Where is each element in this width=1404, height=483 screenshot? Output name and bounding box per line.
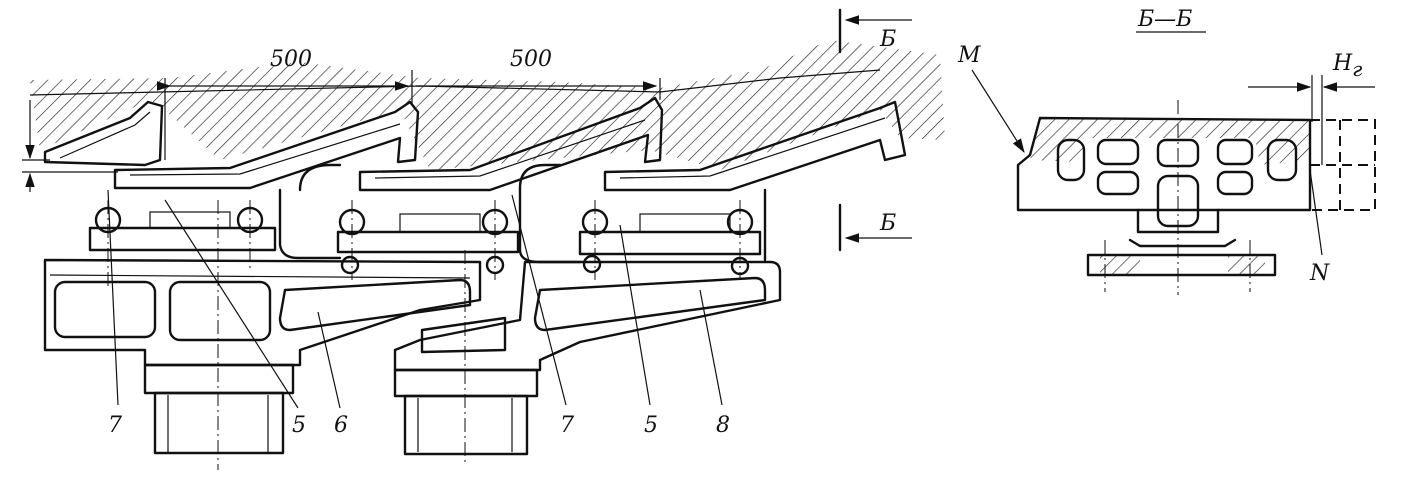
label-point-n: N [1309, 261, 1330, 286]
beam-window-3 [278, 278, 472, 332]
leader-7-mid [511, 194, 567, 406]
canopy-mid-1 [113, 100, 420, 190]
section-cell-1 [1056, 138, 1086, 182]
post-1-back [298, 163, 342, 192]
section-mark-top: Б [879, 27, 896, 52]
section-cell-5 [1266, 138, 1298, 182]
label-gap-h-main: H [1332, 51, 1353, 76]
label-item-5-left: 5 [292, 413, 306, 438]
leader-7-left [107, 189, 119, 406]
canopy-left [43, 100, 164, 167]
section-cell-2 [1096, 138, 1140, 166]
section-base-hatch-right [1228, 256, 1265, 274]
leader-5-left [164, 199, 299, 409]
leader-6 [317, 311, 341, 409]
post-2-back [518, 163, 562, 190]
canopy-mid-2-rib [374, 119, 646, 179]
label-gap-h-sub: г [1352, 57, 1362, 81]
post-2 [518, 186, 582, 264]
leader-m [971, 69, 1025, 154]
canopy-right [603, 100, 907, 192]
saddle-2 [336, 208, 520, 275]
label-item-7-left: 7 [108, 413, 122, 438]
label-item-7-mid: 7 [560, 413, 574, 438]
saddle-3 [578, 208, 762, 276]
section-view: Б—Б M N [957, 7, 1376, 295]
section-base-hatch-left [1100, 256, 1140, 274]
section-cell-6 [1096, 170, 1140, 196]
leg-right [393, 368, 539, 456]
leader-n [1309, 169, 1323, 256]
beam-window-4 [533, 276, 767, 332]
dim-left-text: 500 [270, 47, 312, 72]
beam-window-2 [168, 280, 272, 342]
canopy-right-rib [619, 117, 886, 179]
label-point-m: M [957, 43, 981, 68]
dim-right-text: 500 [510, 47, 552, 72]
section-base-plate [1086, 238, 1277, 277]
leg-left [143, 363, 295, 455]
section-cell-7 [1216, 170, 1254, 196]
section-title: Б—Б [1137, 7, 1192, 32]
label-item-5-mid: 5 [644, 413, 658, 438]
base-beam-right [393, 260, 782, 372]
section-top-plate [1030, 118, 1310, 165]
section-adjacent-dashed [1310, 119, 1376, 211]
roof-contour [29, 69, 881, 96]
canopy-mid-1-rib [129, 123, 401, 176]
main-view: 500 500 Б Б 7 5 6 7 5 8 [22, 8, 945, 470]
canopy-left-rib [59, 111, 151, 159]
leader-5-mid [619, 224, 651, 406]
canopy-mid-2 [358, 96, 664, 192]
beam-window-1 [53, 280, 157, 339]
section-cell-4 [1216, 138, 1254, 166]
roof-hatch-zone [30, 40, 945, 170]
post-1 [278, 188, 342, 260]
label-gap-h: Hг [1332, 51, 1362, 81]
section-mark-bottom: Б [879, 211, 896, 236]
beam-window-5 [420, 316, 507, 354]
leader-8 [699, 289, 723, 406]
label-item-6: 6 [334, 413, 348, 438]
base-beam-left [43, 258, 482, 367]
label-item-8: 8 [716, 413, 730, 438]
base-beam-left-inner [49, 274, 471, 279]
saddle-1 [88, 206, 277, 252]
